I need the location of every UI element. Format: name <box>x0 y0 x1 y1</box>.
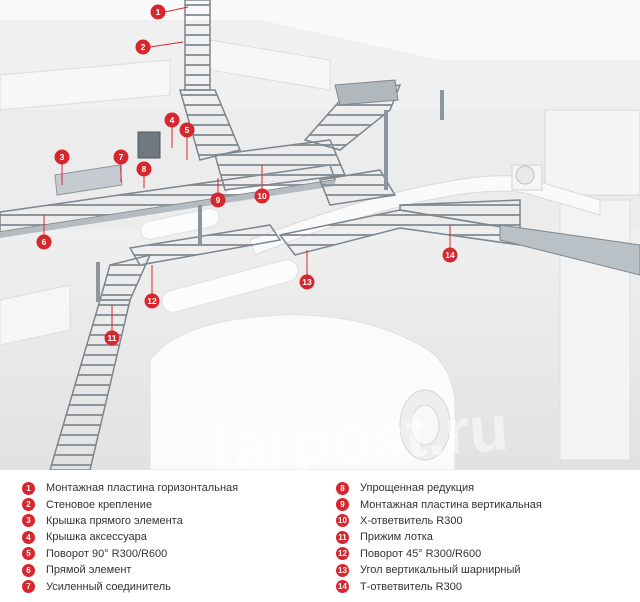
legend-number-badge: 4 <box>22 530 35 544</box>
legend-number-badge: 13 <box>336 563 349 577</box>
legend-column-left: 1 Монтажная пластина горизонтальная 2 Стен… <box>22 480 322 595</box>
legend-item: 4 Крышка аксессуара <box>22 529 322 545</box>
legend-label: Монтажная пластина горизонтальная <box>46 482 239 495</box>
callout-number-8: 8 <box>142 164 147 174</box>
callout-marker-12: 12 <box>144 293 160 309</box>
callout-number-9: 9 <box>216 195 221 205</box>
legend-label: Х-ответвитель R300 <box>360 514 463 527</box>
legend-item: 7 Усиленный соединитель <box>22 578 322 594</box>
legend-label: Прямой элемент <box>46 564 132 577</box>
callout-number-5: 5 <box>185 125 190 135</box>
callout-marker-4: 4 <box>164 112 180 128</box>
callout-number-7: 7 <box>119 152 124 162</box>
legend-item: 6 Прямой элемент <box>22 562 322 578</box>
callout-marker-5: 5 <box>179 122 195 138</box>
legend-number-badge: 2 <box>22 498 35 512</box>
legend-number-badge: 11 <box>336 530 349 544</box>
callout-marker-9: 9 <box>210 192 226 208</box>
legend-item: 12 Поворот 45° R300/R600 <box>336 546 636 562</box>
callout-marker-6: 6 <box>36 234 52 250</box>
legend-label: Т-ответвитель R300 <box>360 580 462 593</box>
callout-number-11: 11 <box>108 333 117 343</box>
legend-item: 2 Стеновое крепление <box>22 496 322 512</box>
legend-label: Крышка прямого элемента <box>46 514 183 527</box>
legend-number-badge: 3 <box>22 514 35 528</box>
legend-number-badge: 12 <box>336 547 349 561</box>
callout-number-6: 6 <box>42 237 47 247</box>
legend-number-badge: 7 <box>22 580 35 594</box>
callout-number-1: 1 <box>156 7 161 17</box>
legend-item: 8 Упрощенная редукция <box>336 480 636 496</box>
callout-marker-3: 3 <box>54 149 70 165</box>
legend-number-badge: 1 <box>22 481 35 495</box>
fan-unit <box>511 164 543 191</box>
legend-number-badge: 5 <box>22 547 35 561</box>
legend-label: Поворот 90° R300/R600 <box>46 547 168 560</box>
legend-label: Упрощенная редукция <box>360 482 475 495</box>
legend-number-badge: 10 <box>336 514 349 528</box>
legend-number-badge: 14 <box>336 580 349 594</box>
cable-tray-scene: farpost.ru 1 2 3 4 5 6 7 8 9 10 11 <box>0 0 640 470</box>
callout-marker-7: 7 <box>113 149 129 165</box>
legend-label: Прижим лотка <box>360 531 433 544</box>
callout-marker-11: 11 <box>104 330 120 346</box>
callout-number-13: 13 <box>302 277 312 287</box>
legend-item: 13 Угол вертикальный шарнирный <box>336 562 636 578</box>
callout-marker-2: 2 <box>135 39 151 55</box>
legend: 1 Монтажная пластина горизонтальная 2 Стен… <box>0 470 640 602</box>
callout-number-14: 14 <box>445 250 455 260</box>
legend-number-badge: 9 <box>336 498 349 512</box>
callout-number-2: 2 <box>141 42 146 52</box>
legend-number-badge: 6 <box>22 563 35 577</box>
legend-item: 3 Крышка прямого элемента <box>22 513 322 529</box>
callout-marker-10: 10 <box>254 188 270 204</box>
legend-item: 11 Прижим лотка <box>336 529 636 545</box>
legend-item: 1 Монтажная пластина горизонтальная <box>22 480 322 496</box>
legend-column-right: 8 Упрощенная редукция 9 Монтажная пластина… <box>336 480 636 595</box>
callout-number-4: 4 <box>170 115 175 125</box>
legend-label: Монтажная пластина вертикальная <box>360 498 542 511</box>
callout-number-3: 3 <box>60 152 65 162</box>
legend-label: Поворот 45° R300/R600 <box>360 547 482 560</box>
legend-label: Угол вертикальный шарнирный <box>360 564 521 577</box>
legend-number-badge: 8 <box>336 481 349 495</box>
legend-label: Крышка аксессуара <box>46 531 147 544</box>
legend-label: Стеновое крепление <box>46 498 153 511</box>
cable-trays <box>0 0 640 470</box>
callout-number-12: 12 <box>147 296 157 306</box>
legend-item: 9 Монтажная пластина вертикальная <box>336 496 636 512</box>
legend-item: 10 Х-ответвитель R300 <box>336 513 636 529</box>
callout-markers: 1 2 3 4 5 6 7 8 9 10 11 12 13 <box>36 4 458 346</box>
callout-number-10: 10 <box>257 191 267 201</box>
callout-marker-8: 8 <box>136 161 152 177</box>
callout-marker-1: 1 <box>150 4 166 20</box>
callout-marker-13: 13 <box>299 274 315 290</box>
legend-label: Усиленный соединитель <box>46 580 171 593</box>
legend-item: 14 Т-ответвитель R300 <box>336 578 636 594</box>
car-silhouette <box>149 314 456 470</box>
legend-item: 5 Поворот 90° R300/R600 <box>22 546 322 562</box>
callout-marker-14: 14 <box>442 247 458 263</box>
